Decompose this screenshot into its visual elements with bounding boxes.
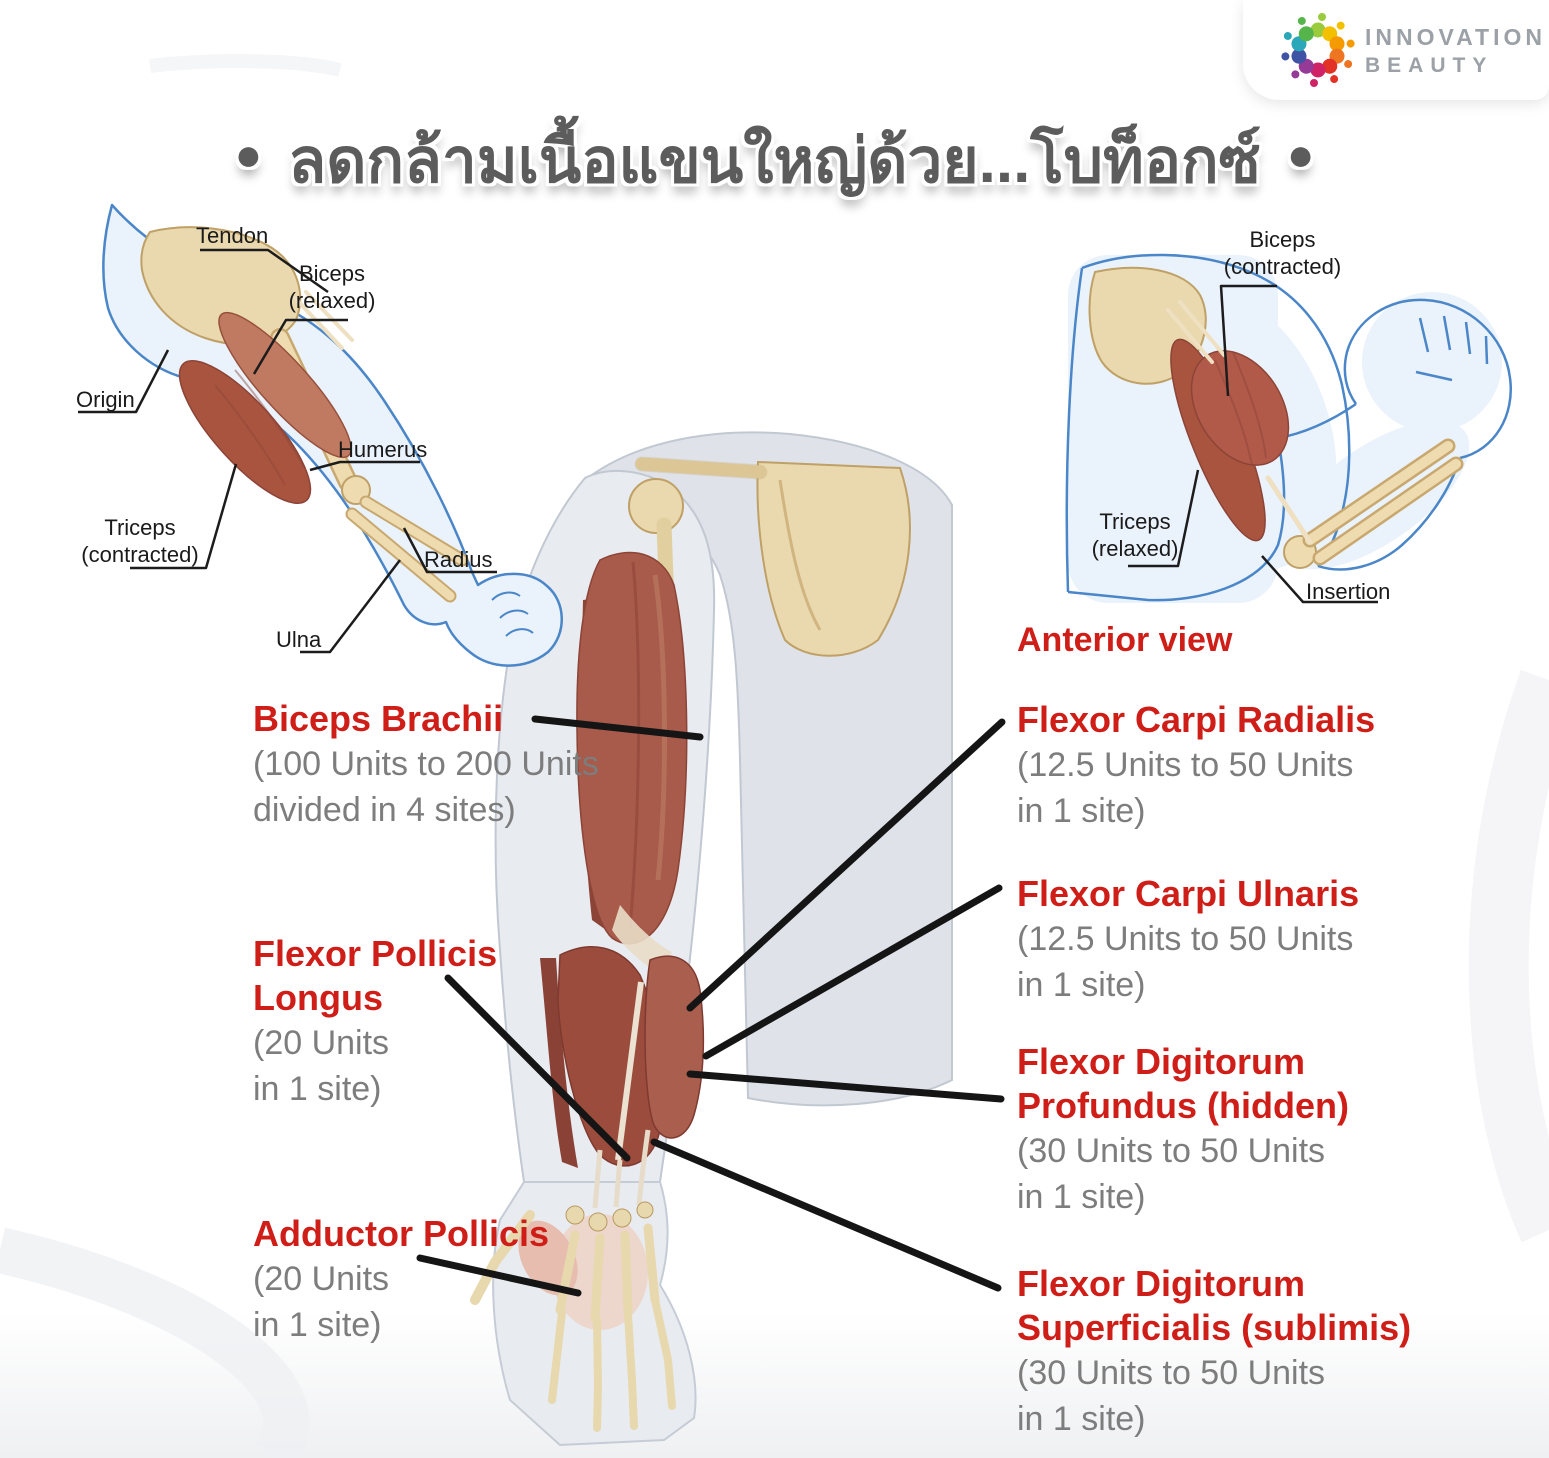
leader-radius [402,527,497,574]
left-arm-diagram [78,203,563,667]
injection-adductor-pollicis: Adductor Pollicis (20 Units in 1 site) [253,1212,549,1348]
pointer-adductor-pollicis [416,1254,582,1297]
right-body-outline [1065,253,1513,602]
leader-origin [78,349,170,414]
pointer-flexor-carpi-radialis [686,718,1006,1012]
injection-flexor-carpi-ulnaris: Flexor Carpi Ulnaris (12.5 Units to 50 U… [1017,872,1359,1008]
left-leader-lines [78,248,497,654]
injection-fdp-dose2: in 1 site) [1017,1178,1146,1216]
shoulder-bones [628,456,911,748]
injection-biceps-brachii-name: Biceps Brachii [253,698,504,739]
label-biceps-contracted: Biceps (contracted) [1195,226,1370,280]
label-triceps-relaxed-l2: (relaxed) [1091,536,1179,561]
flower-petals [1281,13,1355,87]
title-bullet-right-icon: ● [1286,128,1315,180]
label-triceps-contracted: Triceps (contracted) [70,514,210,568]
leader-triceps-relaxed [1128,469,1200,568]
right-arm-diagram [1065,253,1513,604]
leader-triceps-contracted [130,463,238,570]
right-leader-lines [1128,284,1378,604]
label-ulna: Ulna [276,627,322,652]
title-bullet-left-icon: ● [234,128,263,180]
injection-fpl-dose1: (20 Units [253,1024,390,1062]
leader-biceps-contracted [1219,284,1277,397]
label-biceps-relaxed-l1: Biceps [298,261,366,286]
injection-fcu-dose2: in 1 site) [1017,966,1146,1004]
injection-fpl-name2: Longus [253,977,383,1018]
injection-fpl-name1: Flexor Pollicis [253,933,498,974]
brand-name: INNOVATION BEAUTY [1365,24,1546,78]
injection-fds-dose2: in 1 site) [1017,1400,1146,1438]
injection-fds-name1: Flexor Digitorum [1017,1263,1306,1304]
pointer-flexor-pollicis-longus [444,974,631,1162]
label-radius: Radius [424,547,493,572]
leader-biceps-relaxed [252,318,348,375]
injection-fds-name2: Superficialis (sublimis) [1017,1307,1412,1348]
label-tendon: Tendon [196,223,269,248]
injection-flexor-digitorum-profundus: Flexor Digitorum Profundus (hidden) (30 … [1017,1040,1349,1220]
brand-name-line1: INNOVATION [1365,24,1546,50]
hand-bones [470,1201,676,1432]
leader-insertion [1261,555,1378,604]
leader-humerus [309,460,420,472]
label-origin: Origin [76,387,135,412]
pointer-flexor-carpi-ulnaris [702,884,1003,1060]
label-triceps-relaxed: Triceps (relaxed) [1075,508,1195,562]
injection-fdp-dose1: (30 Units to 50 Units [1017,1132,1326,1170]
brand-flower-icon [1281,13,1355,87]
anterior-view-label: Anterior view [1017,621,1233,659]
label-triceps-contracted-l2: (contracted) [81,542,199,567]
label-triceps-relaxed-l1: Triceps [1099,509,1171,534]
injection-fcu-dose1: (12.5 Units to 50 Units [1017,920,1354,958]
injection-ap-name: Adductor Pollicis [253,1213,550,1254]
injection-fdp-name1: Flexor Digitorum [1017,1041,1306,1082]
pointer-flexor-digitorum-superficialis [650,1138,1002,1292]
label-biceps-contracted-l2: (contracted) [1223,254,1342,279]
label-insertion: Insertion [1306,579,1391,604]
label-biceps-relaxed: Biceps (relaxed) [262,260,402,314]
right-muscles [1166,300,1313,545]
leader-ulna [300,559,401,654]
injection-biceps-brachii-dose1: (100 Units to 200 Units [253,745,599,783]
brand-logo-card: INNOVATION BEAUTY [1243,0,1549,100]
injection-biceps-brachii-dose2: divided in 4 sites) [253,791,516,829]
injection-fcr-dose1: (12.5 Units to 50 Units [1017,746,1354,784]
pointer-biceps-brachii [531,715,704,741]
injection-biceps-brachii: Biceps Brachii (100 Units to 200 Units d… [253,697,599,833]
injection-fcr-dose2: in 1 site) [1017,792,1146,830]
label-biceps-contracted-l1: Biceps [1249,227,1316,252]
injection-fdp-name2: Profundus (hidden) [1017,1085,1349,1126]
brand-name-line2: BEAUTY [1365,54,1494,77]
injection-flexor-digitorum-superficialis: Flexor Digitorum Superficialis (sublimis… [1017,1262,1411,1442]
pointer-flexor-digitorum-profundus [686,1070,1005,1103]
injection-ap-dose2: in 1 site) [253,1306,382,1344]
leader-tendon [200,248,329,294]
injection-fds-dose1: (30 Units to 50 Units [1017,1354,1326,1392]
injection-ap-dose1: (20 Units [253,1260,390,1298]
label-humerus: Humerus [338,437,428,462]
injection-flexor-carpi-radialis: Flexor Carpi Radialis (12.5 Units to 50 … [1017,698,1375,834]
injection-fpl-dose2: in 1 site) [253,1070,382,1108]
page-title: ● ลดกล้ามเนื้อแขนใหญ่ด้วย...โบท็อกซ์ ● [0,112,1549,210]
label-triceps-contracted-l1: Triceps [104,515,176,540]
injection-fcr-name: Flexor Carpi Radialis [1017,699,1376,740]
injection-fcu-name: Flexor Carpi Ulnaris [1017,873,1360,914]
left-muscles [178,290,354,505]
page-title-text: ลดกล้ามเนื้อแขนใหญ่ด้วย...โบท็อกซ์ [288,127,1261,196]
injection-flexor-pollicis-longus: Flexor Pollicis Longus (20 Units in 1 si… [253,932,497,1112]
label-biceps-relaxed-l2: (relaxed) [288,288,376,313]
